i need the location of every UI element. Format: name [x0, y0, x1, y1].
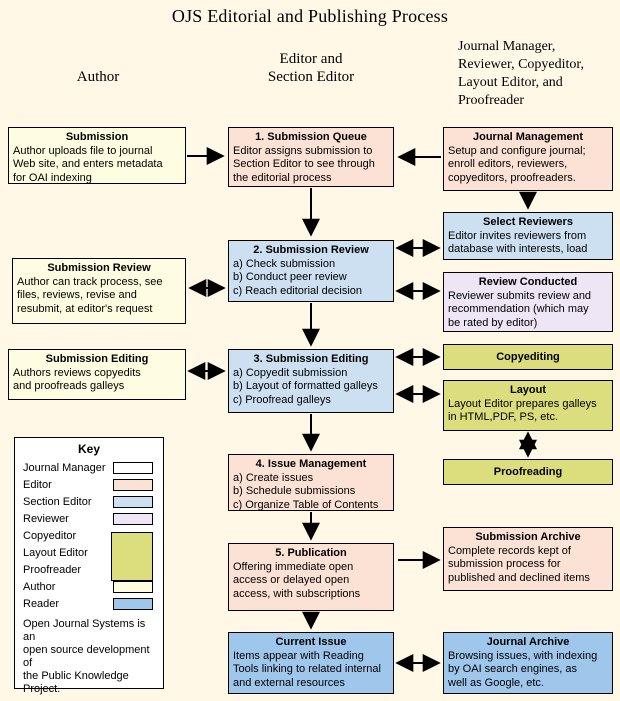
journal-manager-swatch	[113, 461, 153, 474]
box-issue-management-title: 4. Issue Management	[255, 458, 367, 470]
box-current-issue: Current Issue Items appear with Reading …	[228, 632, 394, 694]
box-submission-archive: Submission Archive Complete records kept…	[443, 527, 613, 591]
box-select-reviewers-title: Select Reviewers	[483, 216, 573, 228]
box-journal-management-title: Journal Management	[472, 131, 584, 143]
box-submission-review-author-body: Author can track process, see files, rev…	[17, 275, 163, 315]
legend-label: Reviewer	[23, 512, 69, 525]
legend-key: Key Journal Manager Editor Section Edito…	[14, 437, 164, 695]
section-editor-swatch	[113, 495, 153, 508]
box-publication-title: 5. Publication	[275, 547, 347, 559]
box-submission-body: Author uploads file to journal Web site,…	[13, 144, 163, 184]
box-select-reviewers: Select Reviewers Editor invites reviewer…	[443, 212, 613, 260]
box-layout-body: Layout Editor prepares galleys in HTML,P…	[448, 397, 597, 424]
legend-label: Copyeditor	[23, 529, 77, 542]
copyeditor-group-swatch	[111, 532, 153, 581]
box-proofreading-title: Proofreading	[493, 465, 563, 478]
box-submission-editing-body: a) Copyedit submission b) Layout of form…	[233, 366, 378, 406]
box-submission-editing-author-title: Submission Editing	[45, 353, 149, 365]
box-submission-queue-body: Editor assigns submission to Section Edi…	[233, 144, 375, 184]
box-review-conducted-title: Review Conducted	[478, 276, 578, 288]
box-journal-archive-title: Journal Archive	[486, 636, 570, 648]
box-submission-review-title: 2. Submission Review	[253, 244, 369, 256]
box-issue-management-body: a) Create issues b) Schedule submissions…	[233, 471, 379, 511]
legend-label: Layout Editor	[23, 546, 88, 559]
legend-label: Proofreader	[23, 563, 82, 576]
box-submission-archive-title: Submission Archive	[475, 531, 581, 543]
box-submission-queue-title: 1. Submission Queue	[255, 131, 367, 143]
box-layout-title: Layout	[509, 384, 547, 396]
legend-row-editor: Editor	[23, 476, 155, 493]
author-swatch	[113, 580, 153, 593]
reviewer-swatch	[113, 512, 153, 525]
box-current-issue-body: Items appear with Reading Tools linking …	[233, 649, 381, 689]
box-submission-archive-body: Complete records kept of submission proc…	[448, 544, 590, 584]
box-journal-archive-body: Browsing issues, with indexing by OAI se…	[448, 649, 598, 689]
box-issue-management: 4. Issue Management a) Create issues b) …	[228, 454, 394, 511]
box-submission: Submission Author uploads file to journa…	[8, 127, 186, 184]
legend-label: Author	[23, 580, 56, 593]
box-journal-archive: Journal Archive Browsing issues, with in…	[443, 632, 613, 694]
box-submission-review-author: Submission Review Author can track proce…	[12, 258, 186, 324]
legend-row-section-editor: Section Editor	[23, 493, 155, 510]
box-review-conducted: Review Conducted Reviewer submits review…	[443, 272, 613, 332]
box-copyediting-title: Copyediting	[496, 350, 560, 363]
legend-row-author: Author	[23, 578, 155, 595]
legend-label: Section Editor	[23, 495, 92, 508]
box-journal-management-body: Setup and configure journal; enroll edit…	[448, 144, 586, 184]
diagram-title: OJS Editorial and Publishing Process	[171, 6, 449, 26]
box-review-conducted-body: Reviewer submits review and recommendati…	[448, 289, 592, 329]
legend-row-layout-editor: Layout Editor	[23, 544, 155, 561]
legend-note: Open Journal Systems is an open source d…	[23, 618, 150, 695]
column-header-editor: Editor and Section Editor	[267, 51, 355, 85]
legend-title: Key	[77, 442, 100, 456]
column-header-author: Author	[76, 69, 120, 85]
box-journal-management: Journal Management Setup and configure j…	[443, 127, 613, 191]
box-current-issue-title: Current Issue	[275, 636, 347, 648]
legend-label: Journal Manager	[23, 461, 106, 474]
box-submission-queue: 1. Submission Queue Editor assigns submi…	[228, 127, 394, 187]
box-submission-review-body: a) Check submission b) Conduct peer revi…	[233, 257, 363, 297]
box-submission-editing: 3. Submission Editing a) Copyedit submis…	[228, 349, 394, 413]
reader-swatch	[113, 597, 153, 610]
box-layout: Layout Layout Editor prepares galleys in…	[443, 380, 613, 431]
box-submission-review: 2. Submission Review a) Check submission…	[228, 240, 394, 302]
legend-row-reader: Reader	[23, 595, 155, 612]
legend-row-reviewer: Reviewer	[23, 510, 155, 527]
legend-row-journal-manager: Journal Manager	[23, 459, 155, 476]
box-publication-body: Offering immediate open access or delaye…	[233, 560, 361, 600]
box-copyediting: Copyediting	[443, 344, 613, 370]
legend-label: Reader	[23, 597, 60, 610]
box-submission-editing-title: 3. Submission Editing	[253, 353, 369, 365]
box-submission-review-author-title: Submission Review	[47, 262, 151, 274]
legend-row-copyeditor: Copyeditor	[23, 527, 155, 544]
legend-label: Editor	[23, 478, 52, 491]
column-header-manager: Journal Manager, Reviewer, Copyeditor, L…	[458, 39, 585, 108]
box-publication: 5. Publication Offering immediate open a…	[228, 543, 394, 611]
legend-row-proofreader: Proofreader	[23, 561, 155, 578]
box-submission-title: Submission	[65, 131, 129, 143]
box-submission-editing-author: Submission Editing Authors reviews copye…	[8, 349, 186, 400]
box-submission-editing-author-body: Authors reviews copyedits and proofreads…	[13, 366, 141, 393]
box-proofreading: Proofreading	[443, 459, 613, 485]
box-select-reviewers-body: Editor invites reviewers from database w…	[448, 229, 588, 256]
editor-swatch	[113, 478, 153, 491]
